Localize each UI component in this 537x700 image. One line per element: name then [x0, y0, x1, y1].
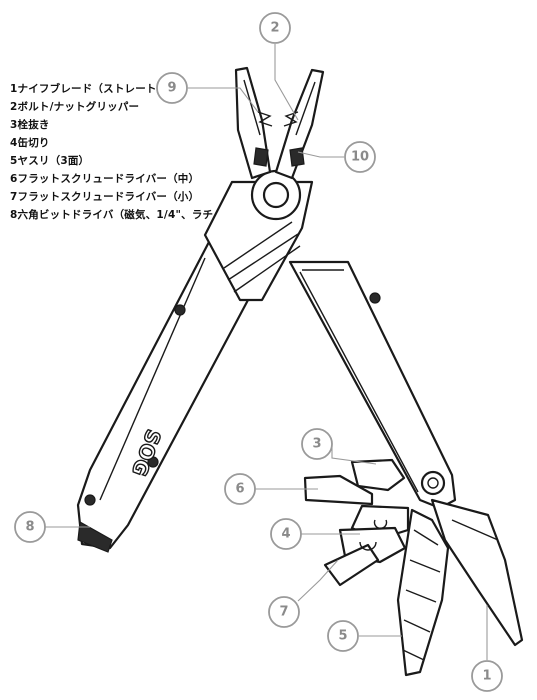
- svg-text:5: 5: [338, 629, 347, 644]
- leader-lines: [45, 44, 488, 660]
- callout-1: 1: [471, 660, 503, 692]
- right-handle: [288, 260, 457, 510]
- callout-8: 8: [14, 511, 46, 543]
- svg-text:10: 10: [351, 150, 369, 165]
- legend-item-5: 5ヤスリ（3面）: [10, 155, 90, 167]
- callout-3: 3: [301, 428, 333, 460]
- pliers-jaws: [234, 66, 325, 180]
- legend-item-1: 1ナイフブレード（ストレート）: [10, 83, 168, 95]
- svg-text:8: 8: [25, 520, 34, 535]
- svg-text:6: 6: [235, 482, 244, 497]
- small-tools: [303, 458, 410, 587]
- pivot-assembly: [203, 169, 314, 302]
- svg-text:7: 7: [279, 605, 288, 620]
- callout-9: 9: [156, 72, 188, 104]
- parts-legend: 1ナイフブレード（ストレート） 2ボルト/ナットグリッパー 3栓抜き 4缶切り …: [10, 80, 256, 224]
- callout-4: 4: [270, 518, 302, 550]
- svg-text:2: 2: [270, 21, 279, 36]
- left-handle: SOG: [76, 238, 250, 553]
- file-tool: [396, 508, 450, 677]
- legend-item-4: 4缶切り: [10, 137, 50, 149]
- svg-text:9: 9: [167, 81, 176, 96]
- callout-5: 5: [327, 620, 359, 652]
- svg-text:1: 1: [482, 669, 491, 684]
- svg-text:3: 3: [312, 437, 321, 452]
- legend-item-7: 7フラットスクリュードライバー（小）: [10, 191, 200, 203]
- legend-item-3: 3栓抜き: [10, 119, 50, 131]
- legend-item-2: 2ボルト/ナットグリッパー: [10, 101, 140, 113]
- legend-item-8: 8六角ビットドライバ（磁気、1/4"、ラチェット）: [10, 209, 257, 221]
- knife-blade: [430, 498, 524, 647]
- legend-item-6: 6フラットスクリュードライバー（中）: [10, 173, 200, 185]
- callout-10: 10: [344, 141, 376, 173]
- svg-text:4: 4: [281, 527, 290, 542]
- callout-6: 6: [224, 473, 256, 505]
- callout-2: 2: [259, 12, 291, 44]
- callout-7: 7: [268, 596, 300, 628]
